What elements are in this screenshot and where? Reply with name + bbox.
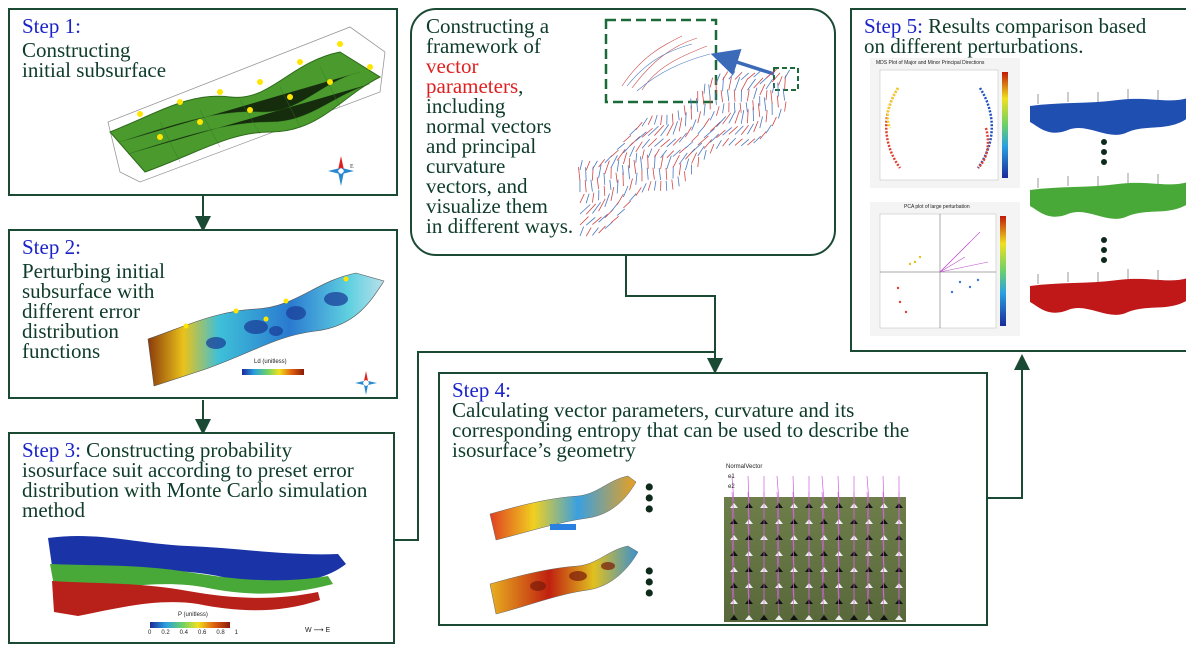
step3-heading: Step 3: Constructing probability [22,438,293,462]
compass-icon: E [328,156,354,186]
colorbar-tick: 0.8 [216,630,225,636]
step3-box: Step 3: Constructing probability isosurf… [8,432,395,644]
step1-heading: Step 1: [22,14,81,38]
arrow-step4-to-step5 [988,354,1030,499]
compass-icon [355,371,377,395]
step4-box: Step 4: Calculating vector parameters, c… [438,372,988,626]
curvature-entropy-figures [489,475,639,615]
step5-text: on different perturbations. [864,34,1084,58]
svg-text:E: E [350,164,354,170]
legend-item-e2: e2 [728,484,735,490]
colorbar-tick: 1 [234,630,238,636]
normal-vector-figure: NormalVector e1 e2 [724,462,906,622]
step2-colorbar-label: Ld (unitless) [254,359,287,365]
perturbation-surfaces [1030,89,1186,315]
vector-field [578,68,791,237]
ellipsis-dots-bottom: ••• [644,555,655,610]
perturbed-subsurface-figure [147,272,385,387]
arrow-framework-to-step4 [625,256,723,374]
step2-heading: Step 2: [22,235,81,259]
colorbar-tick: 0.6 [197,630,207,636]
step3-colorbar-ticks: 0 0.2 0.4 0.6 0.8 1 [148,630,238,636]
pca-plot-title: PCA plot of large perturbation [904,204,970,210]
step1-text: Constructing initial subsurface [22,38,167,82]
initial-subsurface-figure [107,26,386,183]
mds-plot: MDS Plot of Major and Minor Principal Di… [870,58,1020,188]
step2-text: Perturbing initial subsurface with diffe… [22,259,165,363]
normal-vector-glyphs [730,475,903,620]
step5-heading: Step 5: Results comparison based [864,14,1147,38]
ellipsis-dots-top: ••• [644,471,655,526]
step3-compass: W ⟶ E [305,627,331,634]
step4-heading: Step 4: [452,378,511,402]
colorbar-tick: 0.2 [161,630,170,636]
step3-colorbar-label: P (unitless) [178,612,208,618]
colorbar-tick: 0.4 [179,630,188,636]
mds-plot-title: MDS Plot of Major and Minor Principal Di… [876,60,985,66]
probability-isosurface-figure [48,535,346,616]
vector-framework-box: Constructing a framework of vector param… [410,8,836,256]
legend-item-e1: e1 [728,474,735,480]
vector-framework-figure [578,18,799,237]
normal-vector-legend-title: NormalVector [726,464,763,470]
step2-colorbar [242,369,304,375]
step1-box: Step 1: Constructing initial subsurface … [8,8,398,196]
pca-plot: PCA plot of large perturbation [870,202,1020,336]
framework-text: Constructing a framework of vector param… [426,14,574,238]
step3-text: isosurface suit according to preset erro… [22,458,368,522]
step4-text: Calculating vector parameters, curvature… [452,398,910,462]
step3-colorbar [150,622,230,628]
colorbar-tick: 0 [148,630,152,636]
step5-box: Step 5: Results comparison based on diff… [850,8,1186,352]
step2-box: Step 2: Perturbing initial subsurface wi… [8,229,398,399]
